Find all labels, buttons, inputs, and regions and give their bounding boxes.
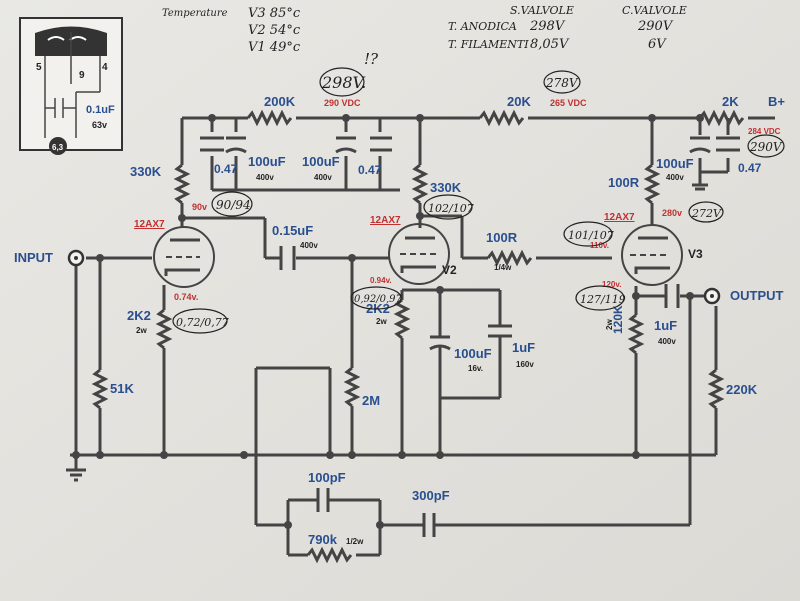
tube-v1 (153, 226, 215, 288)
row-anodica-label: T. ANODICA (448, 20, 517, 33)
tube3-type: 12AX7 (604, 212, 635, 223)
v094-label: 0.94v. (370, 276, 392, 285)
hw-272v: 272V (691, 207, 722, 220)
hw-90-94: 90/94 (216, 198, 251, 212)
pin9-label: 9 (79, 70, 85, 81)
c015-label: 0.15uF (272, 223, 313, 238)
v90-label: 90v (192, 202, 207, 212)
c100uf-1-label: 100uF (248, 154, 286, 169)
r100r-1-label: 100R (486, 230, 518, 245)
hw-127-119: 127/119 (580, 293, 626, 306)
c100pf-label: 100pF (308, 470, 346, 485)
r2k-label: 2K (722, 94, 739, 109)
c015-voltage: 400v (300, 241, 318, 250)
c100uf-4-label: 100uF (454, 346, 492, 361)
hw-072-077: 0,72/0,77 (176, 316, 229, 329)
tube2-type: 12AX7 (370, 215, 401, 226)
capacitors (200, 136, 740, 537)
pin4-label: 4 (102, 62, 108, 73)
v290-label: 290 VDC (324, 98, 361, 108)
temp-v1: V1 49°c (248, 40, 301, 55)
anodica-without-tubes: 298V (529, 19, 566, 34)
row-filamenti-label: T. FILAMENTI (448, 38, 529, 51)
output-label: OUTPUT (730, 288, 784, 303)
r20k-label: 20K (507, 94, 531, 109)
anodica-with-tubes: 290V (637, 19, 674, 34)
v284-label: 284 VDC (748, 127, 781, 136)
filamenti-with-tubes: 6V (648, 37, 667, 52)
tube-v3-label: V3 (688, 247, 703, 261)
r51k-label: 51K (110, 381, 134, 396)
heater-voltage-label: 6,3 (52, 143, 64, 152)
hw-101-107: 101/107 (568, 229, 614, 242)
r330k-2-label: 330K (430, 180, 462, 195)
r2k2-2-sub: 2w (376, 317, 387, 326)
hw-278v: 278V (545, 76, 579, 90)
c100uf-2-voltage: 400v (314, 173, 332, 182)
voltage-labels: 12AX7 12AX7 12AX7 290 VDC 265 VDC 284 VD… (134, 98, 781, 302)
tube1-type: 12AX7 (134, 219, 165, 230)
r2m-label: 2M (362, 393, 380, 408)
v120-label: 120v. (602, 280, 621, 289)
c100uf-4-voltage: 16v. (468, 364, 483, 373)
header-senza-valvole: S.VALVOLE (510, 4, 574, 17)
c1uf-1-voltage: 160v (516, 360, 534, 369)
r100r-2-label: 100R (608, 175, 640, 190)
junction-dots (72, 114, 704, 529)
r100r-1-sub: 1/4w (494, 263, 512, 272)
r330k-1-label: 330K (130, 164, 162, 179)
r2k2-1-sub: 2w (136, 326, 147, 335)
temperature-title: Temperature (162, 8, 228, 19)
pin5-label: 5 (36, 62, 42, 73)
r790k-label: 790k (308, 532, 338, 547)
c047-1-label: 0.47 (214, 162, 238, 176)
hw-298v: 298V. (321, 73, 366, 92)
filamenti-without-tubes: 8,05V (530, 37, 570, 52)
c1uf-2-label: 1uF (654, 318, 677, 333)
c100uf-1-voltage: 400v (256, 173, 274, 182)
hw-092-097: 0,92/0,97 (354, 294, 403, 305)
r790k-sub: 1/2w (346, 537, 364, 546)
header-con-valvole: C.VALVOLE (622, 4, 687, 17)
temp-v3: V3 85°c (248, 6, 301, 21)
r120k-label: 120K (611, 305, 625, 334)
hw-290v: 290V (749, 140, 783, 154)
handwritten-measurements: 298V. !? 278V 290V 90/94 0,72/0,77 102/1… (172, 50, 785, 334)
r2k2-1-label: 2K2 (127, 308, 151, 323)
c1uf-2-voltage: 400v (658, 337, 676, 346)
v110-label: 110v. (590, 241, 609, 250)
handwritten-notes: Temperature V3 85°c V2 54°c V1 49°c S.VA… (162, 4, 687, 55)
wiring (66, 109, 775, 564)
bplus-label: B+ (768, 94, 785, 109)
tube-v3 (621, 224, 683, 286)
hw-102-107: 102/107 (428, 202, 474, 215)
heater-inset: 5 9 4 6,3 0.1uF 63v (19, 17, 123, 155)
tube-v2 (388, 223, 450, 285)
r120k-sub: 2w (605, 319, 614, 330)
tube-v2-label: V2 (442, 263, 457, 277)
inset-cap-value: 0.1uF (86, 104, 115, 116)
inset-cap-voltage: 63v (92, 120, 107, 130)
c100uf-3-voltage: 400v (666, 173, 684, 182)
c047-3-label: 0.47 (738, 161, 762, 175)
v280-label: 280v (662, 208, 682, 218)
c047-2-label: 0.47 (358, 163, 382, 177)
c100uf-3-label: 100uF (656, 156, 694, 171)
hw-question: !? (364, 50, 379, 68)
r200k-label: 200K (264, 94, 296, 109)
v265-label: 265 VDC (550, 98, 587, 108)
r220k-label: 220K (726, 382, 758, 397)
temp-v2: V2 54°c (248, 23, 301, 38)
input-label: INPUT (14, 250, 53, 265)
c300pf-label: 300pF (412, 488, 450, 503)
c100uf-2-label: 100uF (302, 154, 340, 169)
c1uf-1-label: 1uF (512, 340, 535, 355)
v074-label: 0.74v. (174, 292, 198, 302)
